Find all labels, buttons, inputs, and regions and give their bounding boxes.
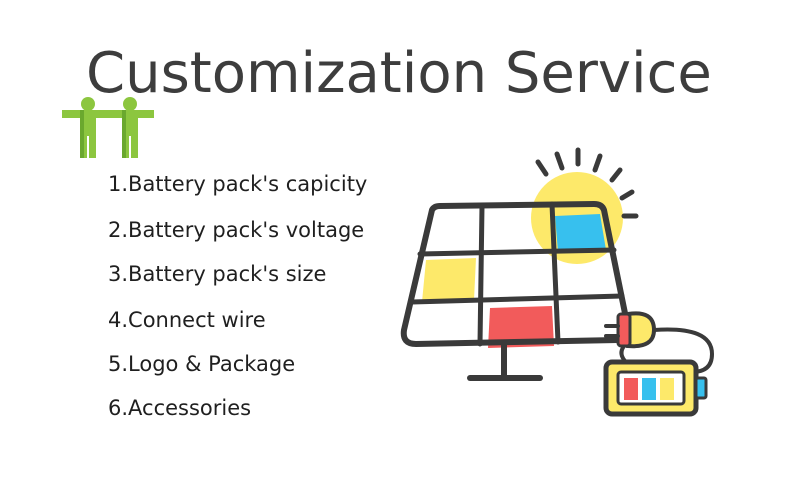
solar-panel-illustration <box>400 147 715 417</box>
service-item-accessories: 6.Accessories <box>108 396 252 420</box>
service-item-size: 3.Battery pack's size <box>108 262 327 286</box>
plug-icon <box>604 311 715 374</box>
two-people-icon <box>62 97 154 158</box>
service-item-voltage: 2.Battery pack's voltage <box>108 218 365 242</box>
service-item-capacity: 1.Battery pack's capicity <box>108 172 368 196</box>
service-item-wire: 4.Connect wire <box>108 308 266 332</box>
solar-panel-icon <box>400 201 632 381</box>
page-title: Customization Service <box>86 41 712 106</box>
battery-icon <box>603 359 708 417</box>
service-item-logo-package: 5.Logo & Package <box>108 352 296 376</box>
